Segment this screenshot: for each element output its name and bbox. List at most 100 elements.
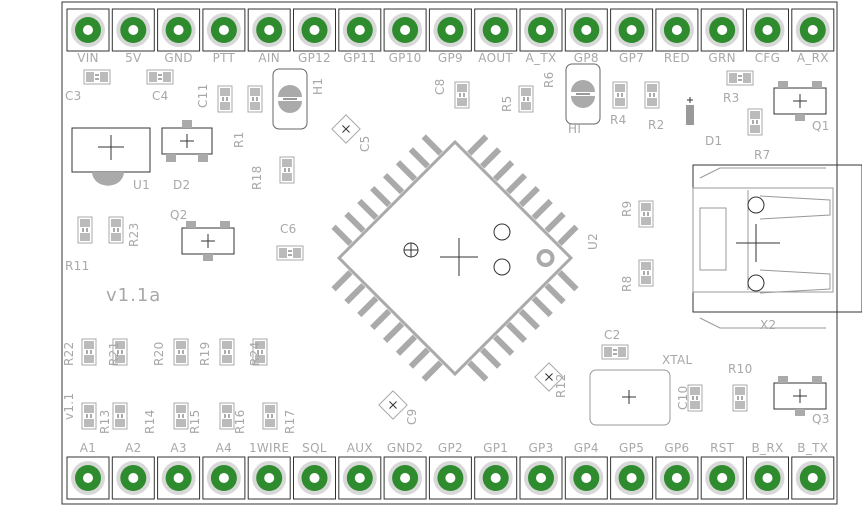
hi-jumper-pad-bottom: [571, 96, 595, 108]
q1-transistor: [773, 81, 827, 121]
u2-pin: [331, 224, 353, 246]
bottom-pin-label-gp6: GP6: [664, 441, 690, 455]
bottom-pad-rst-hole: [717, 473, 728, 483]
d1-led: [686, 97, 694, 125]
q2-transistor-pin-2: [220, 221, 230, 228]
bottom-pad-a2-hole: [128, 473, 139, 483]
top-pad-5v-hole: [128, 25, 139, 35]
q2-transistor-pin-1: [186, 221, 196, 228]
x2-hole-b: [747, 274, 765, 292]
h1-jumper-pad-bottom: [278, 101, 302, 113]
hi-jumper: [565, 63, 601, 125]
d2-pin-b: [166, 154, 176, 162]
row1-smd-2-pad-a: [176, 341, 186, 349]
r11-part-pad-b: [80, 233, 90, 241]
label-r14: R14: [143, 409, 157, 434]
label-u2: U2: [586, 232, 600, 250]
top-pad-gp9-hole: [445, 25, 456, 35]
c5-part: [331, 114, 361, 144]
r7-part-pad-a: [750, 111, 760, 119]
c5-part-mark-v: [342, 125, 350, 133]
u2-pin: [357, 198, 379, 221]
label-hi: HI: [568, 122, 582, 136]
c2-part: [601, 344, 629, 360]
row1-smd-4-pad-a: [255, 341, 265, 349]
label-r11: R11: [65, 259, 90, 273]
top-pin-label-gp7: GP7: [619, 51, 645, 65]
top-pad-vin-hole: [83, 25, 93, 35]
c4-part: [146, 69, 174, 85]
c10-part-pad-b: [690, 401, 700, 409]
label-r13: R13: [98, 409, 112, 434]
r9-part-pad-a: [641, 203, 651, 211]
top-pad-grn: [700, 8, 744, 52]
label-r4: R4: [610, 113, 627, 127]
c6-part-pad-a: [279, 248, 287, 258]
top-pad-gp12-hole: [309, 25, 320, 35]
pin-headers: [66, 8, 835, 500]
r3-part: [726, 70, 754, 86]
u2-pin: [408, 347, 430, 369]
u2-pin: [395, 334, 418, 356]
bottom-pad-a1-hole: [83, 473, 93, 483]
top-pad-a_tx: [519, 8, 563, 52]
u2-pin: [357, 295, 379, 318]
bottom-pin-label-rst: RST: [710, 441, 735, 455]
u2-pin: [382, 321, 405, 343]
q3-transistor-pin-2: [812, 376, 822, 383]
r23-part-pad-a: [111, 219, 121, 227]
label-r22: R22: [62, 341, 76, 366]
top-pin-label-gp10: GP10: [388, 51, 422, 65]
bottom-pad-a3-hole: [173, 473, 184, 483]
c2-part-pad-b: [618, 347, 626, 357]
u2-pin: [492, 160, 515, 182]
row1-smd-4-pad-b: [255, 355, 265, 363]
q1-transistor-pin-1: [778, 81, 788, 88]
r4-part: [612, 81, 628, 109]
c4-part-pad-a: [149, 72, 157, 82]
row1-smd-1-pad-b: [115, 355, 125, 363]
label-u1: U1: [133, 178, 151, 192]
top-pad-a_tx-hole: [536, 25, 546, 35]
bottom-pad-gnd2: [383, 456, 427, 500]
row1-smd-4: [252, 338, 268, 366]
bottom-pad-gp3-hole: [536, 473, 546, 483]
row2-smd-2-pad-b: [176, 419, 186, 427]
r5-part-pad-b: [521, 102, 531, 110]
r1-part-pad-a: [250, 88, 260, 96]
label-r7: R7: [754, 148, 771, 162]
c10-part-pad-a: [690, 387, 700, 395]
label-c10: C10: [676, 385, 690, 410]
row1-smd-3-pad-b: [222, 355, 232, 363]
top-pin-label-aout: AOUT: [478, 51, 514, 65]
label-r10: R10: [728, 362, 753, 376]
row1-smd-2: [173, 338, 189, 366]
row1-smd-3-pad-a: [222, 341, 232, 349]
u2-pin: [467, 134, 489, 156]
bottom-pin-label-gp3: GP3: [528, 441, 554, 455]
bottom-pin-label-gp2: GP2: [437, 441, 463, 455]
label-r20: R20: [152, 341, 166, 366]
h1-jumper-pad-top: [278, 85, 302, 97]
label-c11: C11: [196, 83, 210, 108]
row1-smd-1-pad-a: [115, 341, 125, 349]
top-pad-grn-hole: [717, 25, 728, 35]
c6-part-pad-b: [293, 248, 301, 258]
u2-pin: [518, 308, 540, 331]
bottom-pin-label-b_rx: B_RX: [751, 441, 784, 455]
x2-usb-connector: [692, 164, 862, 329]
top-pad-ain-hole: [264, 25, 275, 35]
label-r19: R19: [198, 341, 212, 366]
u2-body: [336, 139, 574, 377]
top-pin-label-gp8: GP8: [573, 51, 599, 65]
q3-transistor-pin-1: [778, 376, 788, 383]
label-h1: H1: [311, 77, 325, 95]
r3-part-pad-a: [729, 73, 737, 83]
q1-transistor-pin-3: [795, 114, 805, 121]
r9-part: [638, 200, 654, 228]
u2-pin: [370, 185, 392, 208]
row2-smd-0-pad-b: [84, 419, 94, 427]
label-q1: Q1: [812, 119, 830, 133]
label-r18: R18: [250, 165, 264, 190]
r18-part-pad-a: [282, 159, 292, 167]
